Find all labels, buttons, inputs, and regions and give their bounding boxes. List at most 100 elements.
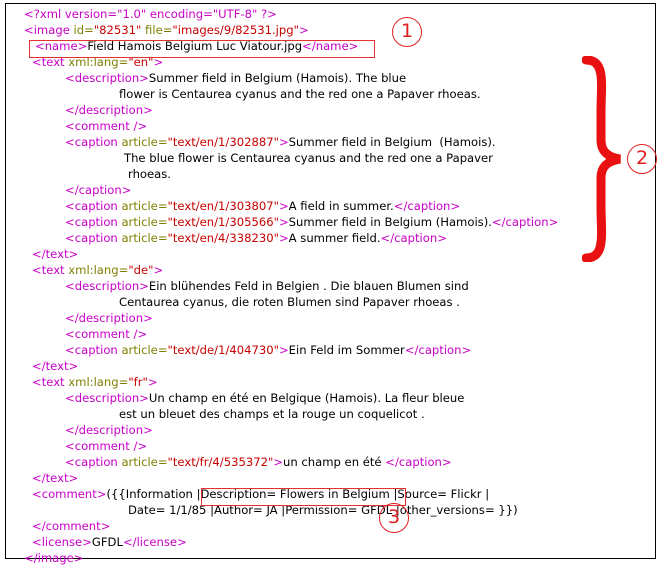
xml-val-token: "text/en/1/302887" [167, 135, 279, 149]
xml-line: <text xml:lang="fr"> [32, 375, 158, 389]
callout-3: 3 [379, 503, 409, 533]
xml-tag-token: > [147, 375, 158, 389]
xml-tag-token: <caption [65, 135, 122, 149]
xml-val-token: "text/fr/4/535372" [167, 455, 274, 469]
xml-line: </image> [24, 551, 83, 565]
xml-tag-token: <text [32, 55, 69, 69]
xml-line: </comment> [32, 519, 110, 533]
xml-tag-token: </description> [65, 311, 153, 325]
xml-tag-token: </text> [32, 471, 79, 485]
xml-tag-token: </text> [32, 247, 79, 261]
name-highlight-box [29, 40, 375, 58]
xml-attr-token: id= [73, 23, 94, 37]
xml-tag-token: > [278, 231, 289, 245]
xml-val-token: "de" [128, 263, 154, 277]
xml-line: </text> [32, 471, 78, 485]
xml-line: <comment /> [65, 119, 147, 133]
xml-attr-token: article= [121, 215, 168, 229]
xml-line: <description>Un champ en été en Belgique… [65, 391, 464, 405]
xml-txt-token: Summer field in Belgium (Hamois). [288, 135, 496, 149]
xml-line: <?xml version="1.0" encoding="UTF-8" ?> [24, 7, 277, 21]
xml-tag-token: <caption [65, 215, 122, 229]
xml-txt-token: Field Hamois Belgium Luc Viatour.jpg [87, 39, 303, 53]
xml-attr-token: xml:lang= [68, 375, 129, 389]
xml-tag-token: <?xml version="1.0" encoding="UTF-8" ?> [24, 7, 277, 21]
xml-tag-token: <text [32, 375, 69, 389]
xml-tag-token: > [273, 455, 284, 469]
xml-line: <caption article="text/en/1/302887">Summ… [65, 135, 496, 149]
xml-tag-token: <comment /> [65, 439, 148, 453]
xml-txt-token: Summer field in Belgium (Hamois). The bl… [148, 71, 407, 85]
xml-line: </description> [65, 311, 153, 325]
xml-attr-token: article= [121, 135, 168, 149]
xml-tag-token: </caption> [385, 455, 452, 469]
xml-txt-token: Ein Feld im Sommer [288, 343, 405, 357]
xml-val-token: "text/de/1/404730" [167, 343, 279, 357]
xml-tag-token: > [278, 343, 289, 357]
description-highlight-box [201, 488, 406, 506]
xml-attr-token: xml:lang= [68, 55, 129, 69]
xml-tag-token: > [278, 199, 289, 213]
xml-tag-token: </description> [65, 423, 153, 437]
xml-val-token: "images/9/82531.jpg" [172, 23, 299, 37]
xml-txt-token: rhoeas. [128, 167, 171, 181]
xml-line: <license>GFDL</license> [32, 535, 187, 549]
xml-attr-token: xml:lang= [68, 263, 129, 277]
xml-line: </text> [32, 359, 78, 373]
callout-2: 2 [627, 144, 657, 174]
xml-tag-token: <description> [65, 391, 149, 405]
xml-tag-token: <caption [65, 455, 122, 469]
callout-1: 1 [392, 17, 422, 47]
xml-line: <image id="82531" file="images/9/82531.j… [24, 23, 309, 37]
xml-line: <caption article="text/en/1/305566">Summ… [65, 215, 558, 229]
xml-line: <name>Field Hamois Belgium Luc Viatour.j… [35, 39, 358, 53]
xml-txt-token: Summer field in Belgium (Hamois). [288, 215, 492, 229]
xml-txt-token: Ein blühendes Feld in Belgien . Die blau… [148, 279, 469, 293]
xml-tag-token: <description> [65, 71, 149, 85]
xml-line: <caption article="text/en/4/338230">A su… [65, 231, 447, 245]
xml-document-frame [5, 3, 656, 559]
xml-line: The blue flower is Centaurea cyanus and … [124, 151, 493, 165]
xml-line: est un bleuet des champs et la rouge un … [119, 407, 425, 421]
xml-txt-token: est un bleuet des champs et la rouge un … [119, 407, 425, 421]
xml-tag-token: > [153, 263, 164, 277]
xml-line: <comment /> [65, 327, 147, 341]
xml-tag-token: </description> [65, 103, 153, 117]
xml-val-token: "en" [128, 55, 154, 69]
xml-txt-token: Centaurea cyanus, die roten Blumen sind … [119, 295, 460, 309]
xml-line: <text xml:lang="de"> [32, 263, 163, 277]
xml-tag-token: </caption> [491, 215, 559, 229]
xml-line: <text xml:lang="en"> [32, 55, 163, 69]
xml-tag-token: </caption> [65, 183, 132, 197]
xml-tag-token: </comment> [32, 519, 111, 533]
xml-txt-token: flower is Centaurea cyanus and the red o… [119, 87, 481, 101]
xml-val-token: "82531" [93, 23, 142, 37]
xml-tag-token: </caption> [380, 231, 447, 245]
xml-txt-token: ({{Information |Description= Flowers in … [106, 487, 490, 501]
xml-tag-token: </caption> [393, 199, 461, 213]
xml-line: <caption article="text/fr/4/535372">un c… [65, 455, 452, 469]
xml-line: Centaurea cyanus, die roten Blumen sind … [119, 295, 460, 309]
xml-txt-token: A summer field. [288, 231, 381, 245]
xml-line: </text> [32, 247, 78, 261]
xml-txt-token: GFDL [91, 535, 123, 549]
xml-line: <caption article="text/de/1/404730">Ein … [65, 343, 471, 357]
xml-line: <description>Ein blühendes Feld in Belgi… [65, 279, 469, 293]
xml-val-token: "fr" [128, 375, 148, 389]
xml-txt-token: Date= 1/1/85 |Author= JA |Permission= GF… [128, 503, 518, 517]
xml-val-token: "text/en/1/305566" [167, 215, 279, 229]
xml-tag-token: > [278, 135, 289, 149]
xml-line: </description> [65, 103, 153, 117]
xml-tag-token: <name> [35, 39, 88, 53]
xml-txt-token: Un champ en été en Belgique (Hamois). La… [148, 391, 465, 405]
xml-tag-token: <comment /> [65, 119, 148, 133]
xml-txt-token: The blue flower is Centaurea cyanus and … [124, 151, 493, 165]
xml-line: </description> [65, 423, 153, 437]
xml-tag-token: > [298, 23, 309, 37]
xml-val-token: "text/en/4/338230" [167, 231, 279, 245]
xml-tag-token: </caption> [404, 343, 472, 357]
xml-line: </caption> [65, 183, 131, 197]
xml-line: rhoeas. [128, 167, 171, 181]
xml-tag-token: > [278, 215, 289, 229]
xml-tag-token: <caption [65, 343, 122, 357]
